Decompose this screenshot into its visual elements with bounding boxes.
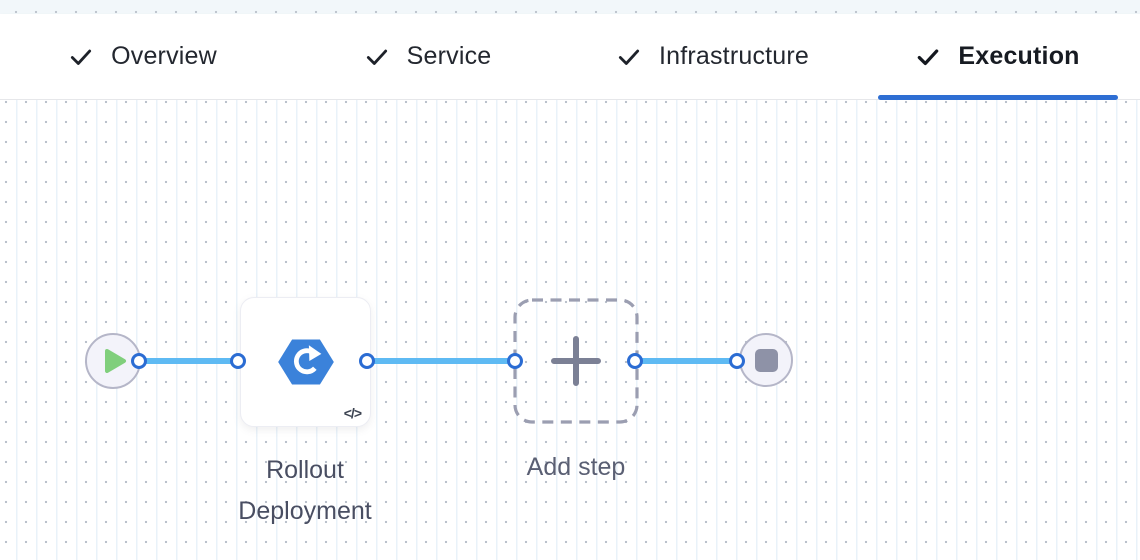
active-tab-underline	[877, 95, 1118, 100]
check-icon	[366, 49, 387, 65]
add-step-dashed-frame	[513, 298, 639, 424]
port-addstep-in[interactable]	[507, 353, 523, 369]
add-step-label: Add step	[526, 453, 626, 481]
tab-infrastructure[interactable]: Infrastructure	[570, 14, 855, 99]
stage-config-tabbar: Overview Service Infrastructure Executio…	[0, 14, 1140, 100]
tab-infrastructure-label: Infrastructure	[658, 42, 810, 70]
tab-service[interactable]: Service	[285, 14, 570, 99]
port-start-out[interactable]	[131, 353, 147, 369]
step-label-rollout-deployment: Rollout Deployment	[238, 456, 372, 525]
pipeline-end-node[interactable]	[739, 333, 793, 387]
canvas-top-strip	[0, 0, 1140, 14]
step-node-rollout-deployment[interactable]: </>	[240, 297, 371, 427]
code-icon[interactable]: </>	[343, 405, 362, 421]
port-rollout-in[interactable]	[230, 353, 246, 369]
check-icon	[71, 49, 92, 65]
stop-icon	[754, 348, 778, 372]
tab-execution-label: Execution	[958, 42, 1080, 70]
port-rollout-out[interactable]	[359, 353, 375, 369]
tab-overview[interactable]: Overview	[0, 14, 285, 99]
tab-overview-label: Overview	[111, 42, 217, 70]
play-icon	[105, 349, 126, 373]
rollout-deployment-icon	[277, 339, 334, 385]
add-step-node[interactable]	[513, 298, 639, 424]
port-addstep-out[interactable]	[627, 353, 643, 369]
pipeline-canvas[interactable]: </> Rollout Deployment Add step	[0, 100, 1140, 560]
tab-execution[interactable]: Execution	[855, 14, 1140, 100]
check-icon	[618, 49, 640, 65]
check-icon	[918, 48, 939, 65]
pipeline-edges-layer	[131, 353, 745, 369]
port-end-in[interactable]	[729, 353, 745, 369]
plus-icon	[551, 336, 601, 386]
tab-service-label: Service	[406, 42, 492, 70]
